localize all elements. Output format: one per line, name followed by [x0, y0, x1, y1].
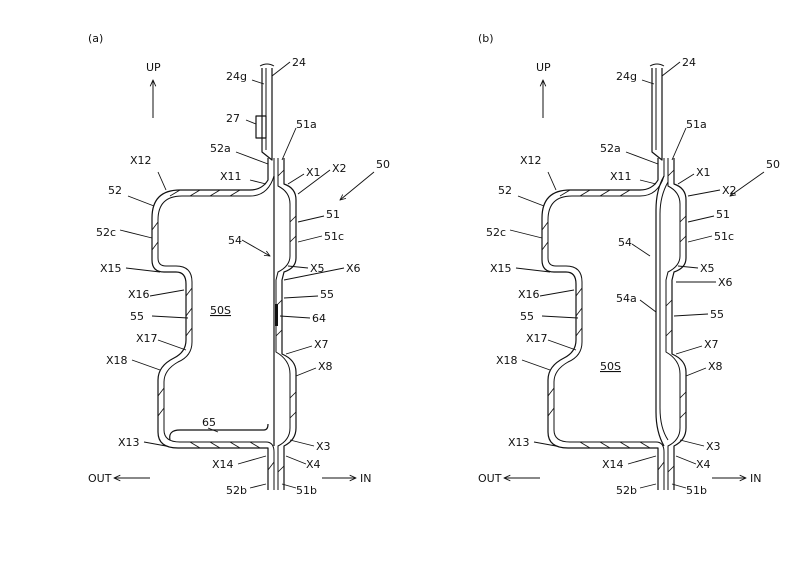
label-51a: 51a — [296, 118, 317, 131]
flange-24 — [649, 63, 665, 161]
flange-24 — [259, 63, 275, 161]
panel-b: (b) UP OUT IN — [478, 32, 780, 497]
in-label: IN — [750, 472, 761, 485]
label-54: 54 — [618, 236, 632, 249]
inner-panel-51 — [275, 158, 297, 490]
label-X13: X13 — [508, 436, 530, 449]
inner-panel-51 — [665, 158, 687, 490]
label-X6: X6 — [718, 276, 733, 289]
label-52: 52 — [498, 184, 512, 197]
label-50: 50 — [376, 158, 390, 171]
label-X7: X7 — [704, 338, 719, 351]
label-X12: X12 — [520, 154, 542, 167]
panel-label: (b) — [478, 32, 494, 45]
label-X4: X4 — [696, 458, 711, 471]
label-X16: X16 — [128, 288, 150, 301]
label-X17: X17 — [526, 332, 548, 345]
label-X5: X5 — [700, 262, 715, 275]
label-52a: 52a — [600, 142, 621, 155]
label-52b: 52b — [616, 484, 637, 497]
member-64 — [275, 304, 278, 326]
label-55-left: 55 — [130, 310, 144, 323]
label-X18: X18 — [106, 354, 128, 367]
label-51c: 51c — [324, 230, 344, 243]
label-52a: 52a — [210, 142, 231, 155]
label-X17: X17 — [136, 332, 158, 345]
label-X15: X15 — [490, 262, 512, 275]
label-51b: 51b — [296, 484, 317, 497]
label-X15: X15 — [100, 262, 122, 275]
label-51b: 51b — [686, 484, 707, 497]
label-X3: X3 — [706, 440, 721, 453]
in-label: IN — [360, 472, 371, 485]
clip-27 — [255, 115, 267, 139]
label-X13: X13 — [118, 436, 140, 449]
label-51: 51 — [326, 208, 340, 221]
label-24: 24 — [292, 56, 306, 69]
label-52: 52 — [108, 184, 122, 197]
label-X4: X4 — [306, 458, 321, 471]
label-55-left: 55 — [520, 310, 534, 323]
label-X5: X5 — [310, 262, 325, 275]
label-X12: X12 — [130, 154, 152, 167]
member-65 — [169, 423, 269, 441]
label-24: 24 — [682, 56, 696, 69]
label-X8: X8 — [708, 360, 723, 373]
label-24g: 24g — [616, 70, 637, 83]
leader-lines — [119, 61, 375, 489]
label-27: 27 — [226, 112, 240, 125]
label-54: 54 — [228, 234, 242, 247]
label-51: 51 — [716, 208, 730, 221]
label-54a: 54a — [616, 292, 637, 305]
label-X18: X18 — [496, 354, 518, 367]
label-X3: X3 — [316, 440, 331, 453]
label-51a: 51a — [686, 118, 707, 131]
reinforcement-54 — [655, 175, 669, 447]
label-52c: 52c — [96, 226, 116, 239]
out-label: OUT — [88, 472, 112, 485]
label-X11: X11 — [610, 170, 632, 183]
label-X2: X2 — [722, 184, 737, 197]
outer-panel-52 — [541, 158, 665, 490]
label-X11: X11 — [220, 170, 242, 183]
label-50: 50 — [766, 158, 780, 171]
leader-lines — [509, 61, 765, 489]
label-X1: X1 — [306, 166, 321, 179]
label-64: 64 — [312, 312, 326, 325]
label-24g: 24g — [226, 70, 247, 83]
up-label: UP — [146, 61, 161, 74]
label-55-right: 55 — [320, 288, 334, 301]
panel-label: (a) — [88, 32, 103, 45]
label-X1: X1 — [696, 166, 711, 179]
label-X7: X7 — [314, 338, 329, 351]
space-label: 50S — [210, 304, 231, 317]
label-X14: X14 — [602, 458, 624, 471]
label-65: 65 — [202, 416, 216, 429]
up-label: UP — [536, 61, 551, 74]
label-51c: 51c — [714, 230, 734, 243]
label-X2: X2 — [332, 162, 347, 175]
label-52b: 52b — [226, 484, 247, 497]
label-X6: X6 — [346, 262, 361, 275]
label-X14: X14 — [212, 458, 234, 471]
label-X8: X8 — [318, 360, 333, 373]
panel-a: (a) UP OUT IN — [88, 32, 390, 497]
space-label: 50S — [600, 360, 621, 373]
label-55-right: 55 — [710, 308, 724, 321]
label-X16: X16 — [518, 288, 540, 301]
out-label: OUT — [478, 472, 502, 485]
outer-panel-52 — [151, 158, 275, 490]
label-52c: 52c — [486, 226, 506, 239]
